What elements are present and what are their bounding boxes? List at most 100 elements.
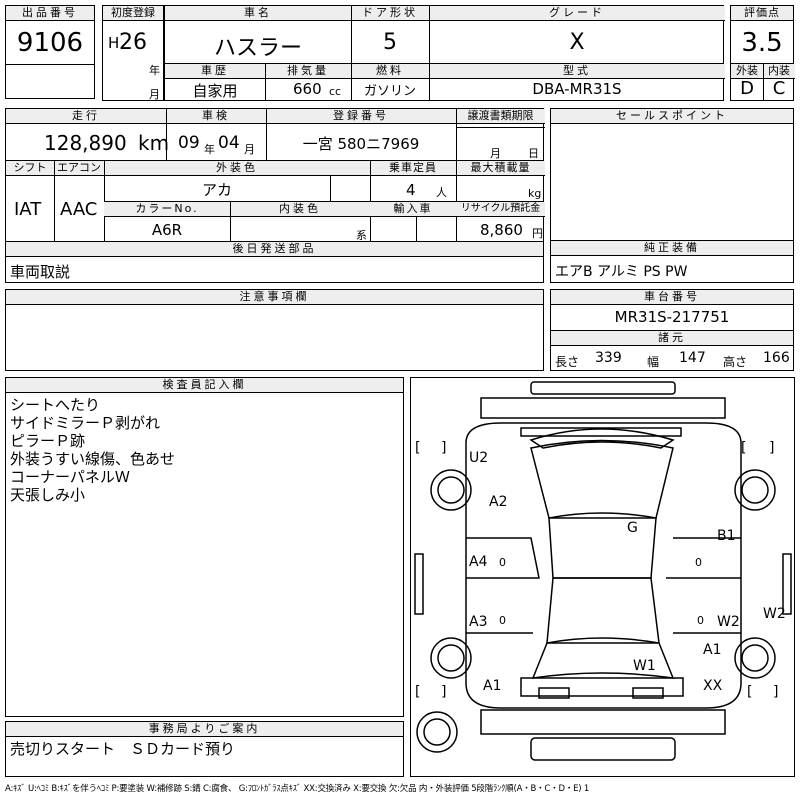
color-no-label: カラーNo. — [104, 202, 230, 217]
recycle-label: リサイクル預託金 — [456, 202, 545, 217]
exterior-grade-label: 外装 — [731, 64, 763, 79]
bracket-open-rear-left: [ — [415, 684, 420, 700]
exterior-grade-value: D — [740, 78, 754, 99]
displacement-label: 排気量 — [265, 64, 351, 79]
int-color-unit: 系 — [356, 229, 367, 242]
mileage-label: 走行 — [6, 109, 166, 124]
capacity-label: 乗車定員 — [370, 161, 456, 176]
bracket-open-rear-right: [ — [747, 684, 752, 700]
lot-number-box: 出品番号 9106 — [5, 5, 95, 99]
int-color-label: 内装色 — [230, 202, 370, 217]
first-registration-label: 初度登録 — [103, 6, 163, 21]
aircon-value: AAC — [60, 199, 98, 220]
transfer-deadline-label: 譲渡書類期限 — [456, 109, 545, 124]
bracket-close-rear-right: ] — [773, 684, 778, 700]
car-diagram: [ ] [ ] [ ] [ ] U2 A2 G B1 A4 0 0 A3 0 0… — [414, 381, 792, 761]
displacement-unit: cc — [329, 85, 342, 98]
inspector-label: 検査員記入欄 — [6, 378, 403, 393]
mark-b1-zero: 0 — [695, 556, 702, 569]
inspection-year-unit: 年 — [204, 143, 215, 156]
displacement-value: 660 — [293, 80, 322, 98]
legend-text: A:ｷｽﾞ U:ﾍｺﾐ B:ｷｽﾞを伴うﾍｺﾐ P:要塗装 W:補修跡 S:錆 … — [5, 784, 590, 794]
shift-label: シフト — [6, 161, 54, 176]
bracket-close-rear-left: ] — [441, 684, 446, 700]
mark-a1-right: A1 — [703, 642, 721, 658]
inspector-line-2: サイドミラーＰ剥がれ — [10, 414, 161, 432]
mark-a3-zero: 0 — [499, 614, 506, 627]
mark-a3: A3 — [469, 614, 487, 630]
specs-label: 諸元 — [551, 331, 793, 346]
bracket-open-left: [ — [415, 440, 420, 456]
genuine-equipment-value: エアB アルミ PS PW — [555, 264, 688, 280]
damage-diagram-box: [ ] [ ] [ ] [ ] U2 A2 G B1 A4 0 0 A3 0 0… — [410, 377, 795, 777]
height-label: 高さ — [723, 355, 748, 369]
first-registration-box: 初度登録 H 26 年 月 — [102, 5, 164, 101]
interior-grade-value: C — [772, 78, 786, 99]
transfer-day-unit: 日 — [528, 147, 539, 160]
inspection-year: 09 — [178, 133, 200, 153]
width-label: 幅 — [647, 355, 660, 369]
height-value: 166 — [763, 350, 790, 366]
length-label: 長さ — [555, 355, 580, 369]
car-name-label: 車名 — [165, 6, 351, 21]
model-code-label: 型式 — [429, 64, 725, 79]
plate-value: 一宮 580ニ7969 — [302, 135, 420, 153]
genuine-equipment-box: 純正装備 エアB アルミ PS PW — [550, 240, 794, 283]
inspector-line-6: 天張しみ小 — [10, 486, 86, 504]
first-registration-year: 26 — [119, 30, 147, 55]
interior-grade-label: 内装 — [763, 64, 795, 79]
grade-label: グレード — [429, 6, 725, 21]
history-label: 車歴 — [165, 64, 265, 79]
notes-label: 注意事項欄 — [6, 290, 543, 305]
inspector-line-1: シートへたり — [10, 396, 101, 414]
capacity-unit: 人 — [436, 186, 447, 199]
chassis-label: 車台番号 — [551, 290, 793, 305]
history-value: 自家用 — [192, 82, 238, 100]
aircon-label: エアコン — [54, 161, 104, 176]
fuel-label: 燃料 — [351, 64, 429, 79]
mark-w1: W1 — [633, 658, 656, 674]
transfer-month-unit: 月 — [490, 147, 501, 160]
shift-value: IAT — [14, 199, 42, 220]
mileage-unit: km — [138, 131, 170, 155]
color-no-value: A6R — [151, 221, 183, 239]
mark-g: G — [627, 520, 638, 536]
bracket-close-left: ] — [441, 440, 446, 456]
vehicle-main-box: 車名 ドア形状 グレード ハスラー 5 X 車歴 排気量 燃料 型式 自家用 6… — [164, 5, 725, 101]
mark-xx: XX — [703, 678, 723, 694]
grade-value: X — [569, 30, 585, 55]
mark-a1-left: A1 — [483, 678, 501, 694]
mark-a4: A4 — [469, 554, 488, 570]
office-label: 事務局よりご案内 — [6, 722, 403, 737]
door-value: 5 — [383, 30, 397, 55]
recycle-unit: 円 — [532, 227, 543, 240]
inspection-month-unit: 月 — [244, 143, 255, 156]
import-label: 輸入車 — [370, 202, 456, 217]
width-value: 147 — [679, 350, 706, 366]
inspector-line-5: コーナーパネルＷ — [10, 468, 130, 486]
inspection-month: 04 — [218, 133, 240, 153]
mileage-value: 128,890 — [44, 131, 127, 155]
capacity-value: 4 — [406, 181, 416, 199]
door-label: ドア形状 — [351, 6, 429, 21]
ext-color-label: 外装色 — [104, 161, 370, 176]
chassis-value: MR31S-217751 — [614, 308, 730, 326]
mark-w2-rear: W2 — [717, 614, 740, 630]
notes-box: 注意事項欄 — [5, 289, 544, 371]
model-code-value: DBA-MR31S — [532, 80, 622, 98]
mark-a2: A2 — [489, 494, 507, 510]
score-box: 評価点 3.5 外装 内装 D C — [730, 5, 795, 101]
mark-w2-zero: 0 — [697, 614, 704, 627]
ext-color-value: アカ — [201, 181, 232, 199]
sales-point-box: セールスポイント — [550, 108, 794, 241]
month-unit: 月 — [149, 88, 160, 101]
bracket-open-right: [ — [741, 440, 746, 456]
chassis-box: 車台番号 MR31S-217751 諸元 長さ 339 幅 147 高さ 166 — [550, 289, 794, 371]
office-value: 売切りスタート ＳＤカード預り — [10, 740, 236, 758]
plate-label: 登録番号 — [266, 109, 456, 124]
max-load-unit: kg — [528, 187, 542, 200]
lot-number-label: 出品番号 — [6, 6, 94, 21]
mark-a4-zero: 0 — [499, 556, 506, 569]
car-name-value: ハスラー — [213, 36, 302, 61]
mark-u2: U2 — [469, 450, 488, 466]
